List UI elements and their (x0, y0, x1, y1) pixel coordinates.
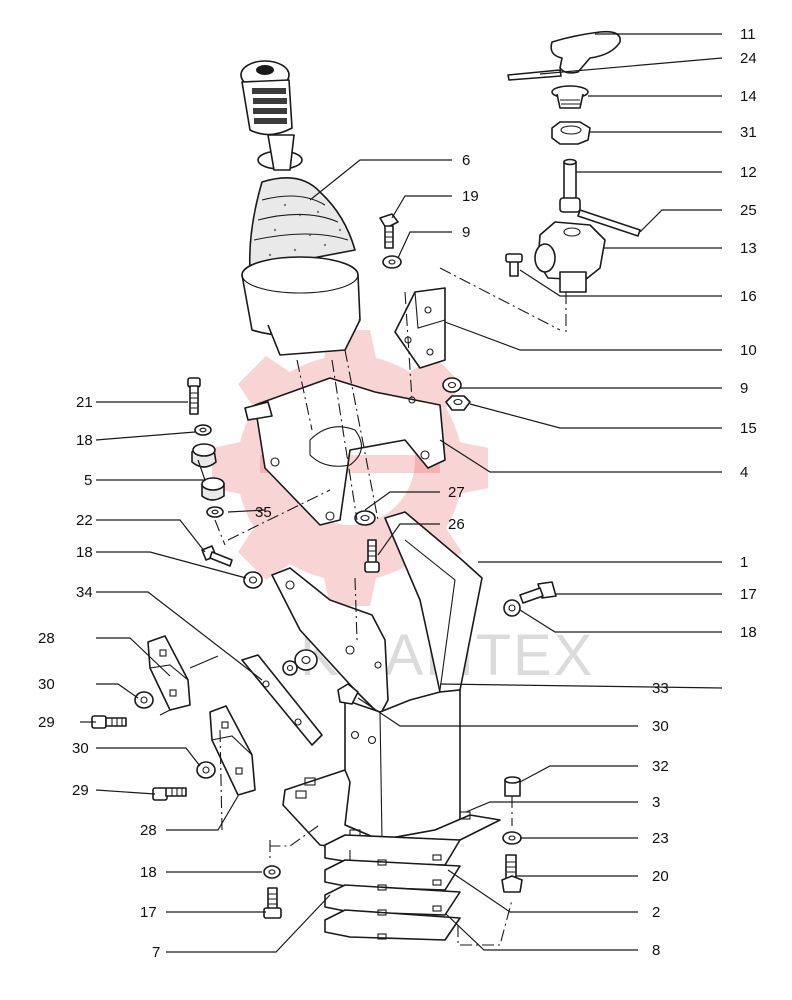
callout-34: 34 (76, 584, 93, 601)
callout-24: 24 (740, 50, 757, 67)
washer-9-lower (442, 377, 462, 393)
spacer-32 (504, 776, 521, 797)
bushing-14 (551, 85, 589, 109)
callout-23: 23 (652, 830, 669, 847)
bolt-21 (187, 377, 201, 415)
callout-22: 22 (76, 512, 93, 529)
callout-29-a: 29 (38, 714, 55, 731)
washer-30-lower (196, 761, 216, 779)
callout-33: 33 (652, 680, 669, 697)
callout-17-right: 17 (740, 586, 757, 603)
callout-17-bottom: 17 (140, 904, 157, 921)
bolt-20 (501, 854, 523, 893)
callout-2: 2 (652, 904, 660, 921)
callout-30-right: 30 (652, 718, 669, 735)
bolt-19 (379, 213, 399, 249)
block-28-upper (147, 635, 191, 711)
callout-4: 4 (740, 464, 748, 481)
callout-26: 26 (448, 516, 465, 533)
mounting-plate (244, 377, 446, 526)
callout-31: 31 (740, 124, 757, 141)
washer-18-bottom (263, 865, 281, 879)
lever-plate-34 (241, 654, 323, 746)
assembly-lines (159, 267, 567, 946)
callout-30-a: 30 (38, 676, 55, 693)
bolt-17-bottom (263, 887, 282, 919)
clamp-13 (534, 221, 606, 293)
callout-35: 35 (255, 504, 272, 521)
nut-30-center (337, 683, 359, 705)
callout-7: 7 (152, 944, 160, 961)
callout-25: 25 (740, 202, 757, 219)
pin-25 (577, 209, 641, 237)
leader-lines (80, 33, 723, 953)
handle-11 (550, 30, 621, 74)
callout-27: 27 (448, 484, 465, 501)
washer-18-b (243, 571, 263, 589)
callout-18-a: 18 (76, 432, 93, 449)
callout-10: 10 (740, 342, 757, 359)
callout-8: 8 (652, 942, 660, 959)
callout-9-top: 9 (462, 224, 470, 241)
callout-1: 1 (740, 554, 748, 571)
callout-5: 5 (84, 472, 92, 489)
joystick-assembly (240, 60, 361, 356)
washer-18-a (194, 424, 212, 436)
nut-15 (445, 395, 471, 411)
washer-18-right (503, 599, 521, 617)
rubber-mount-5-a (191, 443, 217, 468)
washer-33 (294, 649, 318, 671)
nut-31 (551, 121, 591, 145)
callout-30-b: 30 (72, 740, 89, 757)
callout-13: 13 (740, 240, 757, 257)
callout-9-right: 9 (740, 380, 748, 397)
washer-9-top (382, 255, 402, 269)
callout-29-b: 29 (72, 782, 89, 799)
callout-20: 20 (652, 868, 669, 885)
callout-3: 3 (652, 794, 660, 811)
callout-16: 16 (740, 288, 757, 305)
callout-11: 11 (740, 26, 756, 43)
callout-12: 12 (740, 164, 757, 181)
washer-23 (502, 831, 522, 845)
bolt-29-upper (91, 715, 127, 729)
bolt-29-lower (152, 787, 187, 801)
block-28-lower (209, 705, 256, 796)
washer-30-upper (134, 691, 154, 709)
callout-32: 32 (652, 758, 669, 775)
callout-labels: 11 24 14 31 12 25 13 16 10 9 15 4 6 19 9… (38, 26, 757, 961)
callout-18-bottom: 18 (140, 864, 157, 881)
callout-18-b: 18 (76, 544, 93, 561)
callout-28-upper: 28 (38, 630, 55, 647)
bolt-26 (364, 539, 380, 573)
pin-24 (507, 69, 562, 81)
callout-28-lower: 28 (140, 822, 157, 839)
callout-19: 19 (462, 188, 479, 205)
pad-stack (324, 834, 461, 941)
callout-14: 14 (740, 88, 757, 105)
bolt-17-right (519, 581, 557, 604)
callout-6: 6 (462, 152, 470, 169)
washer-27 (354, 510, 376, 526)
callout-21: 21 (76, 394, 93, 411)
bolt-22 (201, 545, 233, 567)
callout-15: 15 (740, 420, 757, 437)
rubber-mount-5-b (201, 477, 225, 501)
screw-16 (505, 253, 523, 277)
shaft-12 (559, 158, 581, 213)
main-frame (271, 511, 501, 861)
washer-35 (206, 506, 224, 518)
callout-18-right: 18 (740, 624, 757, 641)
washer-30-center (282, 660, 298, 676)
angle-bracket (394, 287, 446, 369)
